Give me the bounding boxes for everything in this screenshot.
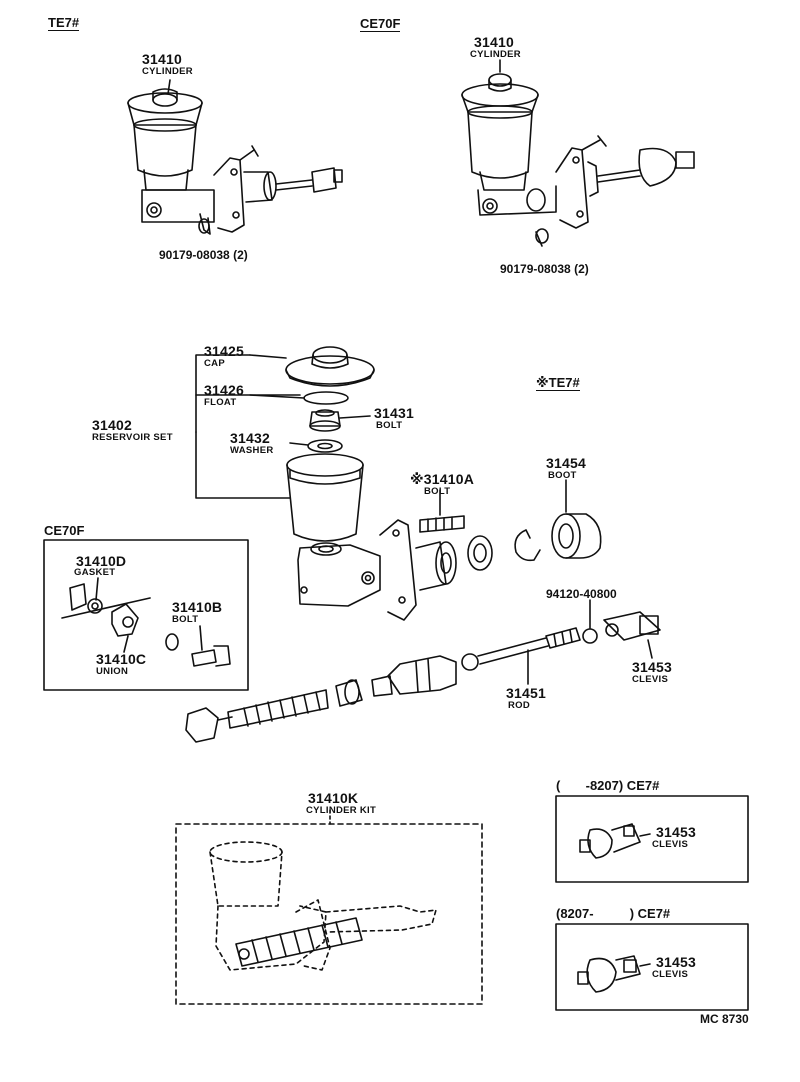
- part-no-clevis-box1: 31453: [656, 824, 696, 840]
- part-no-boot: 31454: [546, 455, 586, 471]
- part-name-bolt-31431: BOLT: [376, 420, 403, 431]
- part-no-union: 31410C: [96, 651, 147, 667]
- cylinder-assembly-ce70f: [461, 59, 695, 247]
- snap-ring-drawing: [514, 529, 541, 562]
- part-no-clevis-main: 31453: [632, 659, 672, 675]
- reservoir-drawing: [286, 453, 364, 542]
- clevis-main-drawing: [603, 611, 661, 659]
- part-no-gasket: 31410D: [76, 553, 127, 569]
- part-no-clevis-box2: 31453: [656, 954, 696, 970]
- part-name-boot: BOOT: [548, 470, 577, 481]
- header-box2-range: (8207- ) CE7#: [556, 906, 671, 921]
- cap-drawing: [285, 346, 375, 387]
- part-no-kit: 31410K: [308, 790, 359, 806]
- part-no-bolt-31431: 31431: [374, 405, 414, 421]
- part-no-bolt-te7: 90179-08038 (2): [159, 248, 248, 262]
- part-no-rod: 31451: [506, 685, 546, 701]
- ce70f-box-frame: [43, 539, 249, 691]
- part-name-clevis-box2: CLEVIS: [652, 969, 689, 980]
- washer-drawing: [289, 439, 343, 453]
- reservoir-bracket: [195, 354, 301, 499]
- part-no-cap: 31425: [204, 343, 244, 359]
- part-name-bolt-31410a: BOLT: [424, 486, 451, 497]
- box2-frame: [555, 923, 749, 1011]
- part-name-gasket: GASKET: [74, 567, 116, 578]
- part-name-kit: CYLINDER KIT: [306, 805, 377, 816]
- cylinder-kit-frame: [175, 823, 483, 1005]
- part-name-rod: ROD: [508, 700, 531, 711]
- part-no-reservoir: 31402: [92, 417, 132, 433]
- part-name-washer: WASHER: [230, 445, 274, 456]
- part-no-bolt-ce70f: 90179-08038 (2): [500, 262, 589, 276]
- box2-clevis-drawing: [577, 955, 651, 993]
- cylinder-kit-piston: [235, 917, 363, 967]
- part-no-cyl-te7: 31410: [142, 51, 182, 67]
- header-ce70f-box: CE70F: [44, 523, 85, 538]
- part-name-clevis-main: CLEVIS: [632, 674, 669, 685]
- part-no-nut: 94120-40800: [546, 587, 617, 601]
- part-no-bolt-31410b: 31410B: [172, 599, 223, 615]
- box1-clevis-drawing: [579, 823, 651, 859]
- ce70f-box-parts: [61, 577, 231, 667]
- bolt-31431-drawing: [309, 409, 371, 432]
- cylinder-kit-outline: [209, 841, 437, 971]
- part-name-union: UNION: [96, 666, 129, 677]
- header-te7: TE7#: [48, 15, 80, 31]
- nut-drawing: [582, 599, 598, 644]
- part-no-bolt-31410a: ※31410A: [410, 471, 475, 487]
- part-name-bolt-31410b: BOLT: [172, 614, 199, 625]
- cylinder-assembly-te7: [127, 79, 343, 235]
- rod-drawing: [461, 627, 581, 685]
- part-no-float: 31426: [204, 382, 244, 398]
- diagram-code: MC 8730: [700, 1012, 749, 1026]
- part-name-cyl-ce70f: CYLINDER: [470, 49, 521, 60]
- float-drawing: [303, 391, 349, 405]
- header-ce70f: CE70F: [360, 16, 401, 32]
- boot-drawing: [551, 479, 602, 559]
- part-name-float: FLOAT: [204, 397, 237, 408]
- piston-assembly-drawing: [185, 655, 457, 743]
- seal-ring-drawing: [467, 535, 493, 571]
- master-cylinder-body: [297, 519, 457, 621]
- bolt-31410a-drawing: [419, 489, 465, 533]
- part-name-cyl-te7: CYLINDER: [142, 66, 193, 77]
- part-name-cap: CAP: [204, 358, 225, 369]
- header-star-te7: ※TE7#: [536, 375, 580, 391]
- part-name-clevis-box1: CLEVIS: [652, 839, 689, 850]
- part-no-washer: 31432: [230, 430, 270, 446]
- box1-frame: [555, 795, 749, 883]
- header-box1-range: ( -8207) CE7#: [556, 778, 660, 793]
- part-no-cyl-ce70f: 31410: [474, 34, 514, 50]
- part-name-reservoir: RESERVOIR SET: [92, 432, 173, 443]
